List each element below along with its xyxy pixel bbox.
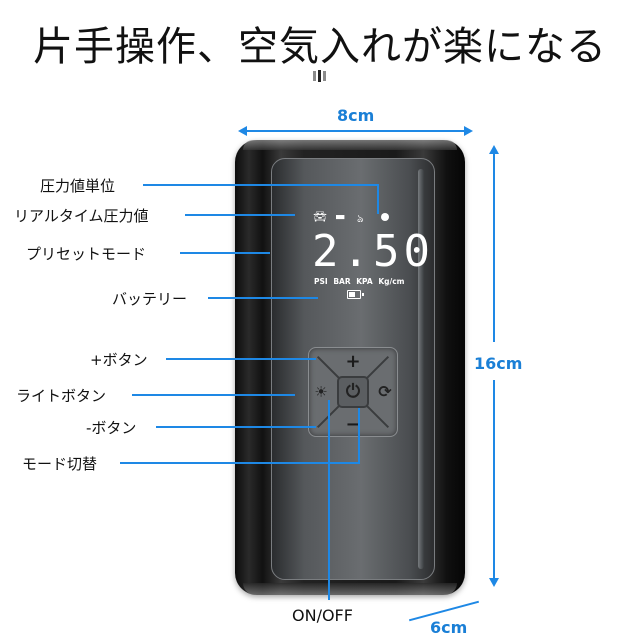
unit-kgcm: Kg/cm xyxy=(378,277,405,286)
battery-icon xyxy=(347,290,364,299)
car-icon: 🚘︎ xyxy=(313,210,327,223)
callout-line-light xyxy=(132,394,295,396)
callout-line-battery xyxy=(208,297,318,299)
callout-line-minus xyxy=(156,426,316,428)
callout-line-onoff xyxy=(328,400,330,600)
callout-line-mode xyxy=(120,462,360,464)
label-unit: 圧力値単位 xyxy=(40,177,116,195)
label-battery: バッテリー xyxy=(112,290,188,308)
depth-dimension-label: 6cm xyxy=(430,618,468,637)
arrow-right-icon xyxy=(464,126,473,136)
callout-line-plus xyxy=(166,358,316,360)
minus-button[interactable]: − xyxy=(345,414,361,435)
callout-line-realtime xyxy=(185,214,295,216)
vehicle-icons-row: 🚘︎ ▬ ঌ xyxy=(313,210,423,225)
label-minus-button: -ボタン xyxy=(86,419,137,437)
callout-line-unit xyxy=(143,184,378,186)
callout-line-preset xyxy=(180,252,270,254)
label-plus-button: +ボタン xyxy=(90,351,148,369)
handle-icon xyxy=(312,70,328,82)
page-title: 片手操作、空気入れが楽になる xyxy=(33,24,607,70)
height-dimension-line-top xyxy=(493,152,495,342)
width-dimension-line xyxy=(242,130,468,132)
light-button[interactable]: ☀ xyxy=(314,383,328,401)
callout-line-unit-v xyxy=(377,184,379,214)
label-preset: プリセットモード xyxy=(26,245,147,263)
unit-kpa: KPA xyxy=(356,277,373,286)
height-dimension-label: 16cm xyxy=(474,354,523,373)
bicycle-icon: ঌ xyxy=(357,212,364,225)
arrow-left-icon xyxy=(238,126,247,136)
callout-line-mode-v xyxy=(358,405,360,464)
plus-button[interactable]: + xyxy=(345,351,361,372)
label-on-off: ON/OFF xyxy=(292,606,353,625)
label-realtime: リアルタイム圧力値 xyxy=(14,207,149,225)
width-dimension-label: 8cm xyxy=(337,106,375,125)
pressure-value: 2.50 xyxy=(312,226,434,277)
label-mode-switch: モード切替 xyxy=(22,455,98,473)
power-button[interactable]: ⏻ xyxy=(337,376,369,408)
mode-button[interactable]: ⟳ xyxy=(378,382,392,401)
dot-indicator-icon xyxy=(381,213,389,221)
arrow-up-icon xyxy=(489,145,499,154)
pressure-units: PSI BAR KPA Kg/cm xyxy=(314,277,444,286)
arrow-down-icon xyxy=(489,578,499,587)
keypad: + − ☀ ⟳ ⏻ xyxy=(308,347,398,437)
label-light-button: ライトボタン xyxy=(16,387,107,405)
unit-psi: PSI xyxy=(314,277,328,286)
motorcycle-icon: ▬ xyxy=(335,210,346,223)
unit-bar: BAR xyxy=(333,277,351,286)
height-dimension-line-bottom xyxy=(493,380,495,580)
